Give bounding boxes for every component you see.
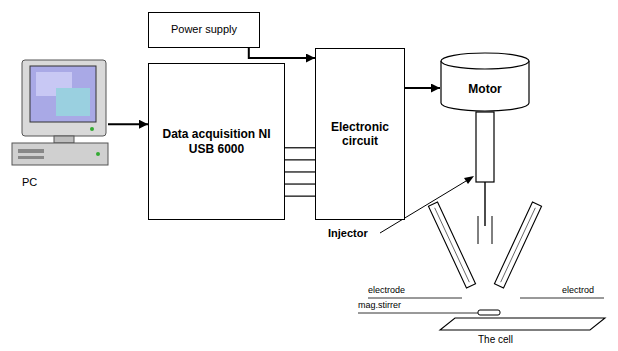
signal-line xyxy=(285,183,315,184)
part-label: electrod xyxy=(562,285,594,295)
label-line xyxy=(368,298,462,299)
signal-line xyxy=(285,171,315,172)
cell-wall xyxy=(478,216,479,244)
node-text: PC xyxy=(22,176,37,189)
computer-icon: PC xyxy=(8,58,108,193)
arrow-connector xyxy=(108,123,148,125)
motor-shaft xyxy=(476,112,494,182)
signal-line xyxy=(285,196,315,197)
leader-arrowhead xyxy=(464,176,474,184)
process-box: Power supply xyxy=(148,12,260,48)
signal-line xyxy=(285,147,315,148)
process-box: Data acquisition NI USB 6000 xyxy=(148,63,285,220)
label-line xyxy=(520,298,604,299)
injector-needle xyxy=(484,182,485,226)
node-text: Electronic circuit xyxy=(321,120,399,149)
caption-label: The cell xyxy=(478,334,513,345)
part-label: electrode xyxy=(368,285,405,295)
callout-label: Injector xyxy=(328,227,368,239)
computer-drawing xyxy=(8,58,108,193)
node-text: Data acquisition NI USB 6000 xyxy=(154,127,279,156)
electrode-symbol xyxy=(494,202,541,288)
electrode-symbol xyxy=(428,202,475,288)
process-box: Electronic circuit xyxy=(315,48,405,220)
cell-wall xyxy=(492,216,493,244)
motor-cylinder: Motor xyxy=(440,52,530,112)
part-label: mag.stirrer xyxy=(358,300,401,310)
arrow-connector xyxy=(249,48,315,58)
label-line xyxy=(358,313,478,314)
node-text: Power supply xyxy=(171,23,237,36)
node-text: Motor xyxy=(468,82,501,96)
stirrer-bar xyxy=(478,310,500,315)
arrow-connector xyxy=(405,87,440,89)
stirrer-plate xyxy=(440,318,605,330)
signal-line xyxy=(285,159,315,160)
